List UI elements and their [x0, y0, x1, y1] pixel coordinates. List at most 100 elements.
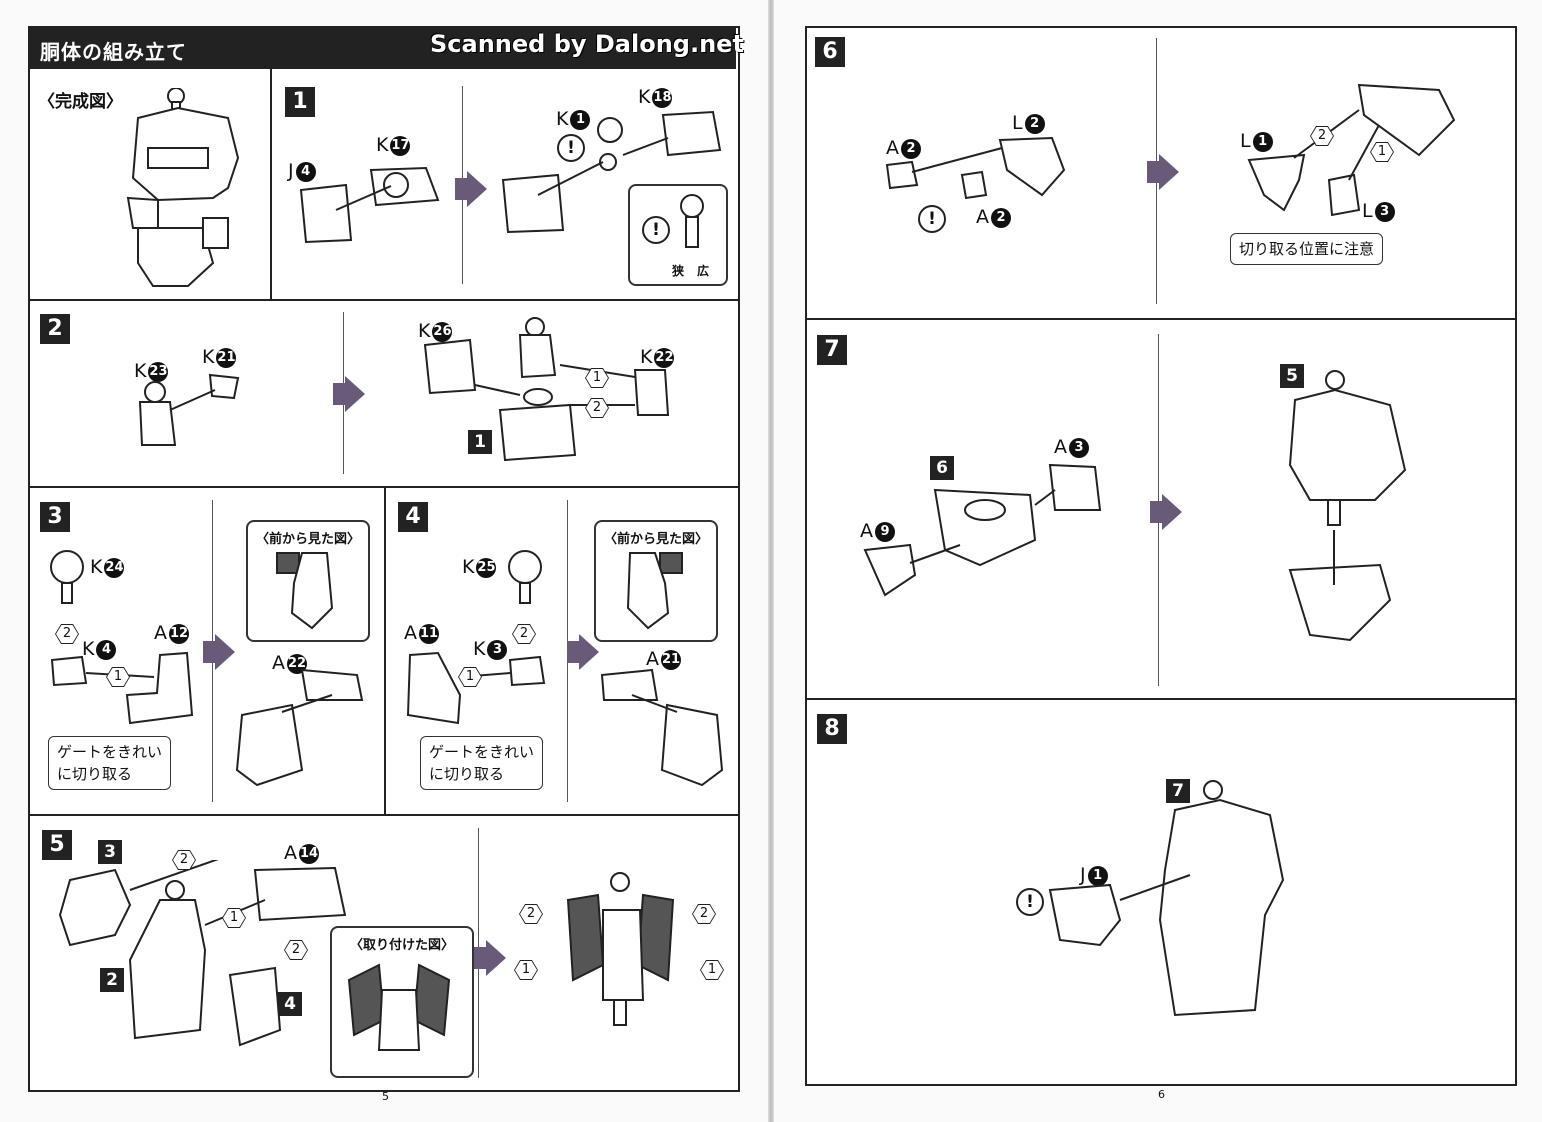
- book-gutter: [768, 0, 774, 1122]
- step-1-number: 1: [285, 87, 315, 117]
- front-view-illustration: [276, 552, 334, 630]
- sequence-1-marker: 1: [1370, 142, 1394, 162]
- sequence-2-marker: 2: [172, 850, 196, 870]
- step-5-result-illustration: [566, 872, 675, 1026]
- step-4-number: 4: [398, 502, 428, 532]
- page-number-right: 6: [1158, 1088, 1165, 1101]
- flow-arrow: [1150, 501, 1162, 523]
- divider: [384, 486, 386, 814]
- page-number-left: 5: [382, 1090, 389, 1103]
- sequence-1-marker: 1: [458, 667, 482, 687]
- step-3-parts-illustration: [50, 550, 194, 725]
- divider: [28, 486, 738, 488]
- step-1-parts-illustration: [299, 166, 440, 244]
- sequence-2-marker: 2: [1310, 126, 1334, 146]
- ref-step-4: 4: [278, 992, 302, 1016]
- note-narrow: 狭: [672, 264, 685, 278]
- divider: [28, 814, 738, 816]
- sequence-2-marker: 2: [692, 904, 716, 924]
- gate-cut-note: ゲートをきれい に切り取る: [48, 736, 172, 790]
- flow-arrow-head: [215, 634, 235, 670]
- step-2-number: 2: [40, 314, 70, 344]
- note-wide: 広: [697, 264, 710, 278]
- divider: [805, 698, 1515, 700]
- flow-arrow-head: [467, 171, 487, 207]
- divider: [28, 299, 738, 301]
- divider: [270, 69, 272, 299]
- sequence-1-marker: 1: [222, 908, 246, 928]
- step-8-number: 8: [817, 714, 847, 744]
- step-7-number: 7: [817, 335, 847, 365]
- step-6-number: 6: [815, 37, 845, 67]
- detail-ring-illustration: [680, 194, 704, 248]
- sequence-2-marker: 2: [55, 624, 79, 644]
- attached-view-illustration: [347, 963, 451, 1051]
- step-3-number: 3: [40, 502, 70, 532]
- sequence-2-marker: 2: [284, 940, 308, 960]
- step-2-parts-illustration: [138, 373, 240, 446]
- sequence-2-marker: 2: [512, 624, 536, 644]
- page-title: 胴体の組み立て: [40, 40, 187, 64]
- sequence-1-marker: 1: [514, 960, 538, 980]
- completed-caption: 〈完成図〉: [38, 92, 123, 112]
- flow-arrow-head: [1162, 494, 1182, 530]
- step-1-assembly-illustration: [501, 110, 722, 234]
- step-2-assembly-illustration: [423, 317, 670, 462]
- front-view-illustration: [626, 552, 683, 630]
- gate-cut-note: ゲートをきれい に切り取る: [420, 736, 544, 790]
- ref-step-1: 1: [468, 430, 492, 454]
- sequence-2-marker: 2: [585, 398, 609, 418]
- ref-step-3: 3: [98, 840, 122, 864]
- ref-step-5: 5: [1280, 364, 1304, 388]
- step-7-result-illustration: [1288, 370, 1407, 642]
- ref-step-7: 7: [1166, 779, 1190, 803]
- flow-arrow-head: [1159, 154, 1179, 190]
- warning-icon: !: [1016, 888, 1044, 916]
- header-bar: [30, 27, 736, 69]
- ref-step-2: 2: [100, 968, 124, 992]
- flow-arrow: [203, 641, 215, 663]
- step-6-parts-illustration: [885, 136, 1066, 200]
- step-7-parts-illustration: [863, 463, 1102, 597]
- sequence-1-marker: 1: [700, 960, 724, 980]
- flow-arrow: [455, 178, 467, 200]
- flow-arrow: [474, 947, 486, 969]
- flow-arrow-head: [486, 940, 506, 976]
- step-5-number: 5: [42, 830, 72, 860]
- step-4-assembly-illustration: [600, 668, 724, 787]
- flow-arrow-head: [579, 634, 599, 670]
- flow-arrow: [1147, 161, 1159, 183]
- sequence-2-marker: 2: [519, 904, 543, 924]
- flow-arrow: [333, 383, 345, 405]
- ref-step-6: 6: [930, 456, 954, 480]
- step-8-assembly-illustration: [1048, 780, 1285, 1017]
- step-3-assembly-illustration: [235, 668, 364, 787]
- cut-position-note: 切り取る位置に注意: [1230, 233, 1384, 265]
- flow-arrow: [567, 641, 579, 663]
- divider: [805, 318, 1515, 320]
- step-4-parts-illustration: [406, 550, 546, 725]
